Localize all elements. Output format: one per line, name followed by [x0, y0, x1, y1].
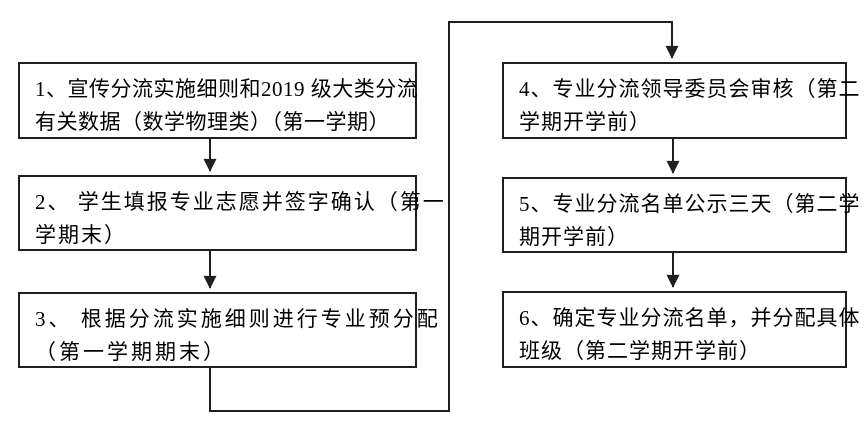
flow-step-5-text-line-1: 5、专业分流名单公示三天（第二学 [519, 192, 861, 216]
flow-step-3-text-line-2: （第一学期期末） [35, 340, 227, 364]
flow-step-5-text-line-2: 期开学前） [519, 225, 629, 249]
flow-step-5-box: 5、专业分流名单公示三天（第二学 期开学前） [502, 177, 861, 253]
flow-step-3-box: 3、 根据分流实施细则进行专业预分配 （第一学期期末） [18, 292, 441, 368]
flow-step-3-text-line-1: 3、 根据分流实施细则进行专业预分配 [35, 307, 441, 331]
flow-step-6-box: 6、确定专业分流名单，并分配具体 班级（第二学期开学前） [502, 291, 861, 368]
flow-step-6-text-line-2: 班级（第二学期开学前） [519, 339, 761, 363]
flow-step-1-box: 1、宣传分流实施细则和2019 级大类分流 有关数据（数学物理类）（第一学期） [18, 62, 419, 139]
flow-step-6-text-line-1: 6、确定专业分流名单，并分配具体 [519, 306, 861, 330]
flow-step-4-text-line-2: 学期开学前） [519, 110, 651, 134]
flow-step-2-box: 2、 学生填报专业志愿并签字确认（第一 学期末） [18, 175, 446, 251]
flow-step-4-text-line-1: 4、专业分流领导委员会审核（第二 [519, 77, 861, 101]
flow-step-1-text-line-1: 1、宣传分流实施细则和2019 级大类分流 [35, 77, 419, 101]
flow-step-2-text-line-2: 学期末） [35, 223, 127, 247]
arrow-step3-to-step4-routed [209, 21, 679, 412]
flow-step-2-text-line-1: 2、 学生填报专业志愿并签字确认（第一 [35, 190, 446, 214]
flow-step-4-box: 4、专业分流领导委员会审核（第二 学期开学前） [502, 62, 861, 139]
flow-step-1-text-line-2: 有关数据（数学物理类）（第一学期） [35, 110, 390, 134]
